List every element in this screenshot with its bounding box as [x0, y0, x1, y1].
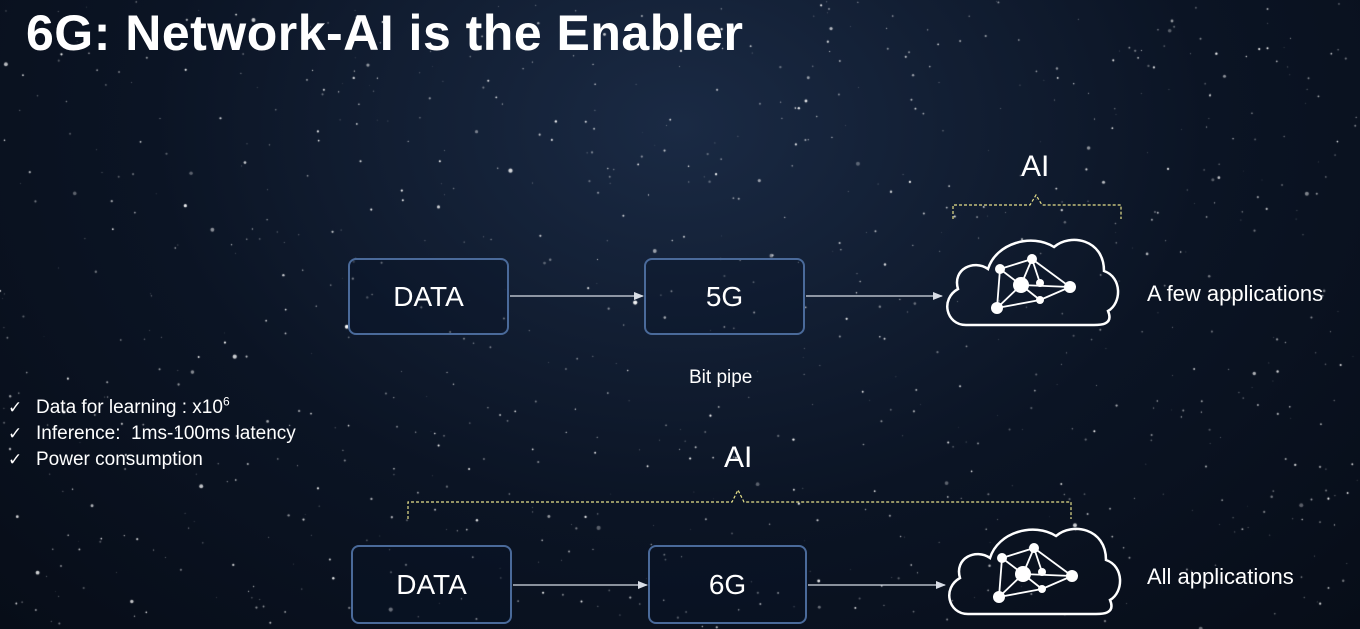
apps-label-5g: A few applications — [1147, 281, 1324, 306]
apps-label-6g: All applications — [1147, 564, 1294, 589]
requirements-list: ✓ Data for learning : x106 ✓ Inference: … — [8, 395, 296, 473]
network-box-5g: 5G — [644, 258, 805, 335]
checkmark-icon: ✓ — [8, 424, 23, 444]
checkmark-icon: ✓ — [8, 398, 23, 418]
list-item: ✓ Power consumption — [8, 447, 296, 473]
list-item: ✓ Data for learning : x106 — [8, 395, 296, 421]
bullet-power: Power consumption — [36, 449, 203, 470]
exponent: 6 — [222, 394, 230, 409]
checkmark-icon: ✓ — [8, 450, 23, 470]
ai-brace-6g — [407, 488, 1072, 519]
ai-label-5g: AI — [1021, 150, 1050, 183]
cloud-network-icon — [946, 238, 1120, 327]
bit-pipe-caption: Bit pipe — [689, 367, 753, 388]
page-title: 6G: Network-AI is the Enabler — [26, 5, 744, 61]
bullet-inference: Inference: 1ms-100ms latency — [36, 423, 296, 444]
data-box-5g: DATA — [348, 258, 509, 335]
data-box-6g: DATA — [351, 545, 512, 624]
ai-label-6g: AI — [724, 441, 753, 474]
cloud-network-icon — [948, 527, 1122, 616]
ai-brace-5g — [952, 193, 1122, 219]
list-item: ✓ Inference: 1ms-100ms latency — [8, 421, 296, 447]
network-box-6g: 6G — [648, 545, 807, 624]
bullet-data-for-learning: Data for learning : x106 — [36, 394, 230, 418]
